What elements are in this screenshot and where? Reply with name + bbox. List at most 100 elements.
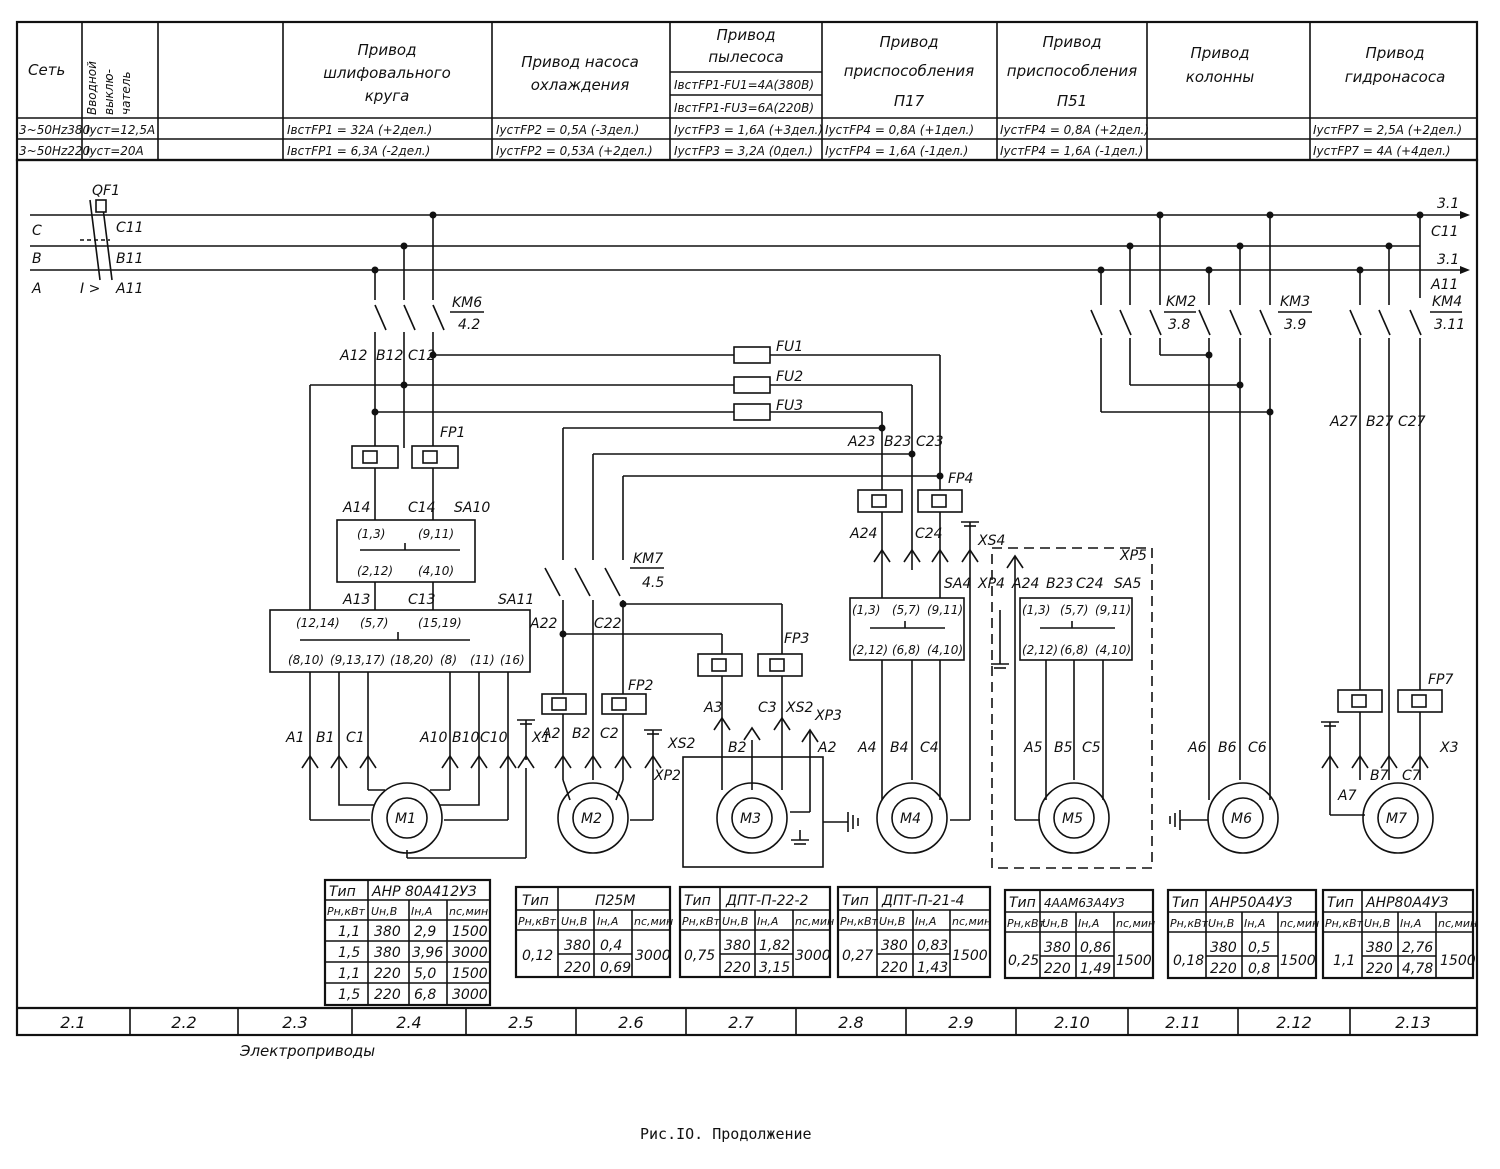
text-motor_tables-0-rows-3-1: 220 xyxy=(374,987,401,1003)
text-motor_tables-3-u-0: 380 xyxy=(881,938,908,954)
m5-label: M5 xyxy=(1062,811,1083,827)
text-motor_tables-3-n: 1500 xyxy=(952,948,988,964)
km2-label: KM2 xyxy=(1166,294,1196,310)
m1-label: M1 xyxy=(395,811,416,827)
r2-vacuum: IустFP3 = 3,2A (0дел.) xyxy=(674,144,813,158)
col-2-1: 2.1 xyxy=(60,1013,85,1032)
text-motor_tables-5-i-1: 0,8 xyxy=(1248,961,1270,977)
header-fixture51-1: Привод xyxy=(1043,33,1102,51)
km7-ref: 4.5 xyxy=(642,575,664,591)
text-motor_tables-0-rows-3-3: 3000 xyxy=(452,987,488,1003)
text-table_heads-i: Iн,А xyxy=(1078,917,1099,930)
c1-label: C1 xyxy=(346,730,365,746)
xp3-label: XP3 xyxy=(814,708,842,724)
m7-group: KM4 3.11 A27 B27 C27 FP7 X3 A7 B7 C7 M7 xyxy=(1321,246,1465,854)
header-grinding-2: шлифовального xyxy=(323,64,451,82)
header-switch-2: выклю- xyxy=(102,69,116,115)
phase-b: B xyxy=(32,251,42,267)
sa11-label: SA11 xyxy=(498,592,534,608)
text-motor_tables-0-rows-0-3: 1500 xyxy=(452,924,488,940)
km7-label: KM7 xyxy=(633,551,663,567)
text-motor_tables-1-u-1: 220 xyxy=(564,960,591,976)
sa4-c1: (1,3) xyxy=(852,603,880,617)
text-motor_tables-1-type: П25М xyxy=(595,893,635,909)
sa5-c2: (5,7) xyxy=(1060,603,1088,617)
a24-label: A24 xyxy=(849,526,877,542)
fu3-label: FU3 xyxy=(776,398,803,414)
motor-m3 xyxy=(716,782,788,854)
a1-label: A1 xyxy=(285,730,304,746)
a4-label: A4 xyxy=(857,740,876,756)
r1-switch: Iуст=12,5A xyxy=(86,123,155,137)
a3-label: A3 xyxy=(703,700,722,716)
motor-m6 xyxy=(1207,782,1279,854)
footer-label: Электроприводы xyxy=(239,1042,375,1060)
text-motor_tables-2-u-1: 220 xyxy=(724,960,751,976)
text-table_heads-p: Pн,кВт xyxy=(840,915,879,928)
col-2-3: 2.3 xyxy=(282,1013,307,1032)
text-motor_tables-5-i-0: 0,5 xyxy=(1248,940,1270,956)
a10-label: A10 xyxy=(419,730,447,746)
header-fixture17-2: приспособления xyxy=(844,62,974,80)
a2b-label: A2 xyxy=(817,740,837,756)
text-motor_tables-0-rows-1-2: 3,96 xyxy=(412,945,443,961)
text-table_heads-u: Uн,В xyxy=(1364,917,1390,930)
km3-label: KM3 xyxy=(1280,294,1310,310)
ref-c11: C11 xyxy=(1431,224,1459,240)
header-pump-1: Привод насоса xyxy=(521,53,639,71)
r2-hydro: IустFP7 = 4A (+4дел.) xyxy=(1313,144,1451,158)
text-table_heads-u: Uн,В xyxy=(879,915,905,928)
text-table_heads-n: nс,мин xyxy=(795,915,834,928)
motor-m1 xyxy=(371,782,443,854)
sa4-c4: (2,12) xyxy=(852,643,888,657)
sa11-c6: (18,20) xyxy=(390,653,434,667)
sa5-c6: (4,10) xyxy=(1095,643,1131,657)
text-table_heads-tip: Тип xyxy=(1009,895,1036,911)
text-motor_tables-2-type: ДПТ-П-22-2 xyxy=(725,893,809,909)
ref-3-1-top: 3.1 xyxy=(1437,196,1459,212)
bus-b11: B11 xyxy=(116,251,143,267)
text-table_heads-p: Pн,кВт xyxy=(682,915,721,928)
text-motor_tables-4-p: 0,25 xyxy=(1008,953,1039,969)
a24b-label: A24 xyxy=(1011,576,1039,592)
c10-label: C10 xyxy=(480,730,508,746)
motor-m4 xyxy=(876,782,948,854)
sa4-c6: (4,10) xyxy=(927,643,963,657)
b5-label: B5 xyxy=(1054,740,1073,756)
c27-label: C27 xyxy=(1398,414,1426,430)
sa11-c3: (15,19) xyxy=(418,616,462,630)
motor-m7 xyxy=(1362,782,1434,854)
fu1-fuse xyxy=(733,346,771,364)
m2-group: KM7 4.5 A22 C22 FP2 A2 B2 C2 XS2 XP2 xyxy=(529,412,940,854)
sa11-c5: (9,13,17) xyxy=(330,653,385,667)
sa10-c4: (4,10) xyxy=(418,564,454,578)
b23b-label: B23 xyxy=(1046,576,1073,592)
col-2-11: 2.11 xyxy=(1165,1013,1201,1032)
sa4-c3: (9,11) xyxy=(927,603,963,617)
text-table_heads-i: Iн,А xyxy=(757,915,778,928)
motor-table-m6: Тип АНР50А4УЗ Pн,кВт Uн,В Iн,А nс,мин 0,… xyxy=(1166,888,1319,980)
power-buses: QF1 C B A C11 B11 I > A11 3.1 C11 3.1 A1… xyxy=(30,183,1470,298)
header-vacuum-1: Привод xyxy=(717,26,776,44)
r2-switch: Iуст=20A xyxy=(86,144,144,158)
b2-label: B2 xyxy=(572,726,591,742)
motor-table-m3: Тип ДПТ-П-22-2 Pн,кВт Uн,В Iн,А nс,мин 0… xyxy=(678,885,834,979)
drawing-frame xyxy=(15,158,1479,1037)
col-2-7: 2.7 xyxy=(728,1013,754,1032)
text-motor_tables-0-rows-1-1: 380 xyxy=(374,945,401,961)
sa4-label: SA4 xyxy=(944,576,971,592)
text-table_heads-tip: Тип xyxy=(684,893,711,909)
m5-enclosure xyxy=(991,547,1153,869)
a12-label: A12 xyxy=(339,348,367,364)
c3-label: C3 xyxy=(758,700,777,716)
a7-label: A7 xyxy=(1337,788,1357,804)
m3-enclosure xyxy=(682,756,824,868)
text-table_heads-p: Pн,кВт xyxy=(1170,917,1209,930)
t1-hu: Uн,В xyxy=(371,905,397,918)
b4-label: B4 xyxy=(890,740,909,756)
b6-label: B6 xyxy=(1218,740,1237,756)
r1-fixture17: IустFP4 = 0,8A (+1дел.) xyxy=(825,123,974,137)
xs2b-label: XS2 xyxy=(785,700,813,716)
sa11-c2: (5,7) xyxy=(360,616,388,630)
text-table_heads-i: Iн,А xyxy=(1400,917,1421,930)
